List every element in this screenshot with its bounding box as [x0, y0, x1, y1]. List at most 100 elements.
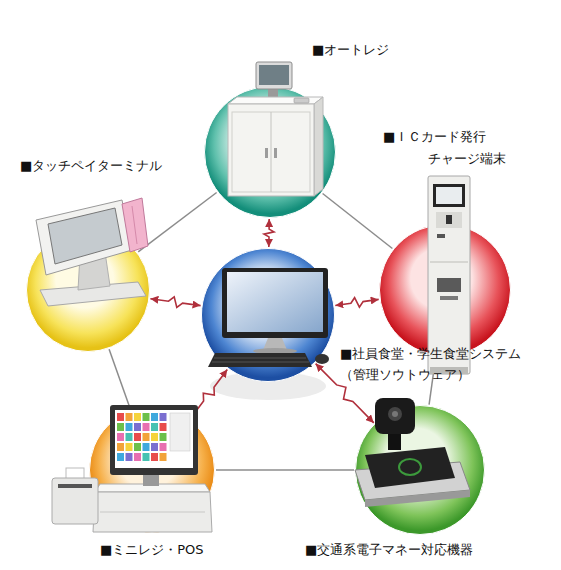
management-pc-part — [208, 353, 312, 367]
link-line — [323, 193, 393, 248]
management-pc-part — [214, 358, 306, 359]
pos-keys-part — [151, 423, 158, 431]
pos-keys-part — [134, 413, 141, 421]
pos-keys-part — [151, 443, 158, 451]
pos-keys — [117, 413, 167, 461]
link-line — [216, 469, 354, 471]
management-pc-part — [315, 354, 329, 364]
pos-keys-part — [126, 453, 133, 461]
pos-keys-part — [143, 453, 150, 461]
pos-keys-part — [160, 423, 167, 431]
pos-register-part — [110, 405, 198, 475]
pos-keys-part — [117, 443, 124, 451]
pos-keys-part — [134, 433, 141, 441]
emoney-reader-part — [399, 459, 421, 475]
pos-keys-part — [117, 453, 124, 461]
circle-fill — [205, 87, 336, 218]
ic-card-kiosk-part — [437, 234, 445, 238]
auto-register-part — [314, 97, 323, 196]
pos-keys-part — [160, 433, 167, 441]
pos-register-part — [58, 484, 92, 488]
emoney-reader-part — [375, 398, 415, 434]
device-circle: ■交通系電子マネー対応機器 — [355, 405, 485, 535]
pos-register-part — [52, 478, 98, 524]
pos-keys-part — [126, 433, 133, 441]
management-pc-part — [227, 272, 323, 332]
ic-card-kiosk-part — [446, 215, 452, 224]
device-label: ■交通系電子マネー対応機器 — [305, 541, 473, 559]
touch-pay-terminal-part — [36, 200, 132, 275]
device-circle: ■ＩＣカード発行 チャージ端末 — [379, 224, 511, 356]
pos-keys-part — [151, 433, 158, 441]
data-link-arrow — [335, 298, 378, 307]
link-line — [138, 192, 216, 251]
data-link-arrow — [150, 297, 200, 308]
pos-keys-part — [143, 443, 150, 451]
pos-keys-part — [134, 453, 141, 461]
pos-keys-part — [117, 423, 124, 431]
management-pc-illustration — [201, 248, 335, 382]
ic-card-kiosk-part — [433, 184, 465, 207]
circle-fill — [356, 406, 485, 535]
emoney-reader — [355, 398, 470, 507]
data-link-arrow — [264, 219, 274, 247]
pos-keys-part — [143, 413, 150, 421]
pos-keys-part — [160, 413, 167, 421]
pos-keys-part — [126, 413, 133, 421]
device-circle: ■オートレジ — [204, 86, 336, 218]
auto-register-part — [271, 112, 272, 192]
auto-register-part — [274, 148, 277, 158]
auto-register-part — [232, 112, 310, 192]
management-pc-part — [222, 268, 328, 338]
ic-card-kiosk-part — [436, 187, 462, 204]
ic-card-kiosk — [428, 176, 470, 374]
auto-register-part — [265, 148, 268, 158]
device-circle: ■社員食堂・学生食堂システム （管理ソウトウェア） — [201, 248, 335, 382]
link-line — [109, 349, 130, 409]
pos-keys-part — [134, 443, 141, 451]
touch-pay-illustration — [26, 228, 150, 352]
pos-illustration — [89, 407, 215, 533]
ic-card-kiosk-part — [428, 176, 470, 374]
pos-keys-part — [151, 453, 158, 461]
pos-keys-part — [160, 443, 167, 451]
pos-keys-part — [160, 453, 167, 461]
emoney-reader-part — [392, 411, 398, 417]
emoney-reader-part — [388, 432, 401, 450]
pos-register-part — [115, 410, 193, 468]
management-pc — [208, 268, 329, 367]
device-circle: ■ミニレジ・POS — [89, 407, 215, 533]
pos-keys-part — [151, 413, 158, 421]
touch-pay-terminal-part — [132, 206, 137, 244]
auto-register — [228, 62, 323, 196]
device-label: ■タッチペイターミナル — [20, 157, 162, 175]
pos-keys-part — [126, 423, 133, 431]
touch-pay-terminal-part — [48, 208, 122, 264]
pos-register-part — [93, 492, 212, 532]
device-circle: ■タッチペイターミナル — [26, 228, 150, 352]
emoney-reader-part — [365, 447, 455, 488]
circle-fill — [202, 249, 335, 382]
pos-keys-part — [126, 443, 133, 451]
auto-register-part — [294, 98, 309, 103]
auto-register-part — [228, 104, 314, 196]
pos-register-part — [170, 413, 190, 451]
ic-card-kiosk-part — [437, 278, 461, 292]
pos-register — [52, 405, 212, 532]
pos-register-part — [100, 512, 205, 513]
auto-register-illustration — [204, 86, 336, 218]
pos-keys-part — [117, 433, 124, 441]
device-label: ■ＩＣカード発行 チャージ端末 — [383, 126, 538, 170]
touch-pay-terminal — [36, 198, 148, 306]
device-label: ■ミニレジ・POS — [100, 541, 204, 559]
pos-keys-part — [134, 423, 141, 431]
management-pc-part — [212, 362, 309, 363]
auto-register-part — [259, 65, 289, 85]
auto-register-part — [228, 97, 323, 104]
device-label: ■社員食堂・学生食堂システム （管理ソウトウェア） — [340, 343, 545, 385]
emoney-reader-illustration — [355, 405, 485, 535]
pos-keys-part — [143, 423, 150, 431]
emoney-reader-part — [365, 490, 470, 507]
auto-register-part — [256, 62, 292, 89]
